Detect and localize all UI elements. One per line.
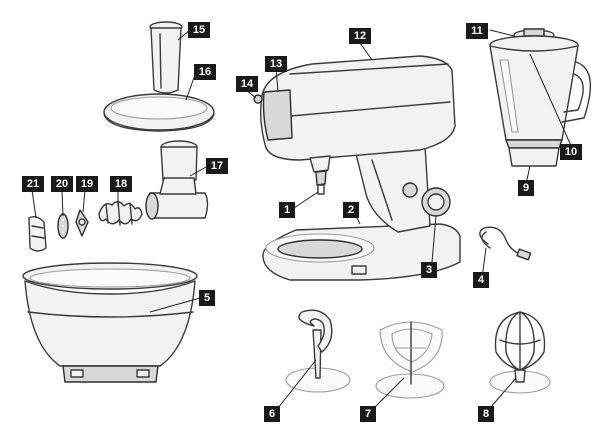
svg-text:7: 7 bbox=[365, 408, 371, 420]
label-9: 9 bbox=[518, 180, 534, 196]
label-10: 10 bbox=[560, 144, 582, 160]
label-18: 18 bbox=[110, 176, 132, 192]
svg-text:2: 2 bbox=[348, 204, 354, 216]
svg-text:16: 16 bbox=[199, 66, 211, 78]
grinder-housing bbox=[145, 140, 209, 220]
svg-text:5: 5 bbox=[204, 292, 210, 304]
svg-text:17: 17 bbox=[211, 160, 223, 172]
label-21: 21 bbox=[22, 176, 44, 192]
svg-text:9: 9 bbox=[523, 182, 529, 194]
svg-text:4: 4 bbox=[478, 274, 485, 286]
svg-text:11: 11 bbox=[471, 25, 483, 37]
stand-mixer bbox=[253, 55, 461, 281]
label-3: 3 bbox=[421, 262, 437, 278]
ring-nut bbox=[28, 215, 47, 252]
label-13: 13 bbox=[265, 56, 287, 72]
svg-text:8: 8 bbox=[483, 408, 489, 420]
label-12: 12 bbox=[349, 28, 371, 44]
food-pusher bbox=[149, 21, 183, 94]
svg-text:19: 19 bbox=[81, 178, 93, 190]
svg-text:1: 1 bbox=[284, 204, 290, 216]
svg-text:3: 3 bbox=[426, 264, 432, 276]
mincing-plate bbox=[57, 213, 69, 239]
svg-text:6: 6 bbox=[269, 408, 275, 420]
label-8: 8 bbox=[478, 406, 494, 422]
label-7: 7 bbox=[360, 406, 376, 422]
svg-text:21: 21 bbox=[27, 178, 39, 190]
label-16: 16 bbox=[194, 64, 216, 80]
label-11: 11 bbox=[466, 23, 488, 39]
label-17: 17 bbox=[206, 158, 228, 174]
label-19: 19 bbox=[76, 176, 98, 192]
svg-text:13: 13 bbox=[270, 58, 282, 70]
wire-whisk bbox=[489, 311, 551, 394]
label-15: 15 bbox=[188, 22, 210, 38]
label-20: 20 bbox=[51, 176, 73, 192]
label-14: 14 bbox=[236, 76, 258, 92]
label-2: 2 bbox=[343, 202, 359, 218]
svg-text:10: 10 bbox=[565, 146, 577, 158]
dough-hook bbox=[285, 309, 351, 393]
svg-text:15: 15 bbox=[193, 24, 205, 36]
mixing-bowl bbox=[22, 262, 198, 383]
worm-screw bbox=[98, 200, 143, 226]
leader-lines bbox=[31, 29, 573, 411]
feeding-tray bbox=[103, 93, 215, 132]
svg-text:18: 18 bbox=[115, 178, 127, 190]
label-1: 1 bbox=[279, 202, 295, 218]
cutting-blade bbox=[75, 209, 89, 237]
label-4: 4 bbox=[473, 272, 489, 288]
label-5: 5 bbox=[199, 290, 215, 306]
svg-text:20: 20 bbox=[56, 178, 68, 190]
svg-text:12: 12 bbox=[354, 30, 366, 42]
blender-jug bbox=[489, 28, 592, 167]
power-cord bbox=[479, 226, 532, 261]
svg-text:14: 14 bbox=[241, 78, 254, 90]
flat-beater bbox=[375, 321, 445, 399]
label-6: 6 bbox=[264, 406, 280, 422]
